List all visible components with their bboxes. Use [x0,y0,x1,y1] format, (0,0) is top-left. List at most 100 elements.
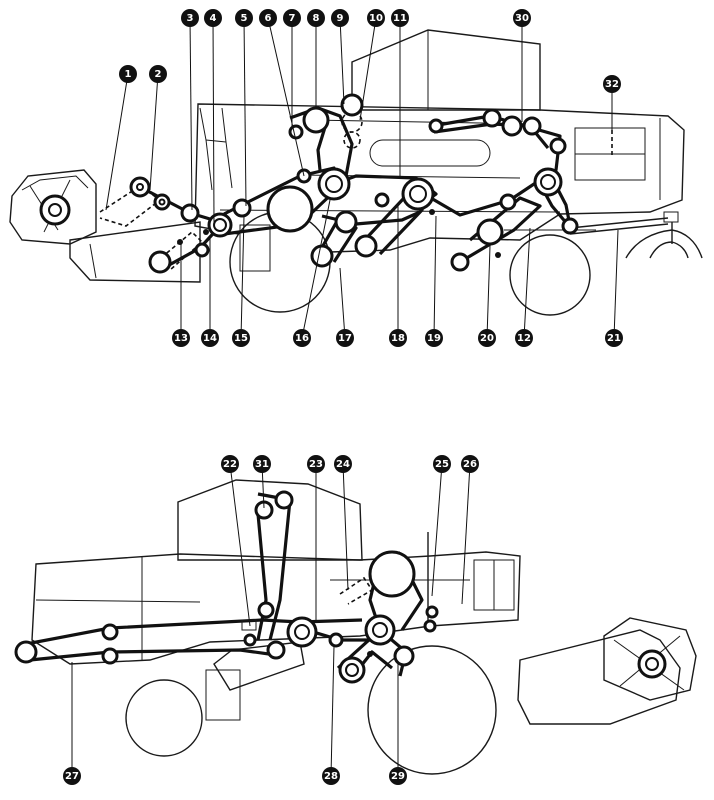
callout-label-19: 19 [427,333,441,344]
callout-badge-29 [389,767,407,785]
callout-badge-10 [367,9,385,27]
callout-leader-9 [339,17,345,105]
callout-27: 27 [63,767,81,785]
callout-label-24: 24 [336,459,350,470]
callout-leader-4 [212,17,215,223]
callout-label-4: 4 [210,13,217,24]
callout-30: 30 [513,9,531,27]
callout-32: 32 [603,75,621,93]
callout-leader-15 [240,215,245,339]
callout-leader-20 [486,245,491,339]
top-wheels [229,211,596,316]
callout-5: 5 [235,9,253,27]
callout-label-3: 3 [187,13,194,24]
callout-leaders [71,17,619,777]
callout-label-6: 6 [265,13,272,24]
callout-15: 15 [232,329,250,347]
bottom-header [517,617,697,725]
callout-label-29: 29 [391,771,405,782]
callout-7: 7 [283,9,301,27]
callout-badge-25 [433,455,451,473]
callout-3: 3 [181,9,199,27]
callout-11: 11 [391,9,409,27]
callout-leader-21 [613,229,619,339]
callout-label-20: 20 [480,333,494,344]
callout-badge-14 [201,329,219,347]
callout-23: 23 [307,455,325,473]
callout-label-25: 25 [435,459,449,470]
callout-14: 14 [201,329,219,347]
callout-leader-26 [461,463,471,605]
callout-badge-28 [322,767,340,785]
callout-label-8: 8 [313,13,320,24]
callout-label-22: 22 [223,459,237,470]
callout-leader-2 [149,73,159,191]
callout-badge-2 [149,65,167,83]
callout-25: 25 [433,455,451,473]
callout-badge-22 [221,455,239,473]
callout-badge-12 [515,329,533,347]
callout-badge-23 [307,455,325,473]
callout-label-26: 26 [463,459,477,470]
callout-label-11: 11 [393,13,407,24]
callout-badge-16 [293,329,311,347]
callout-12: 12 [515,329,533,347]
callout-24: 24 [334,455,352,473]
callout-1: 1 [119,65,137,83]
callout-22: 22 [221,455,239,473]
callout-label-15: 15 [234,333,248,344]
callout-leader-6 [267,17,305,177]
callout-9: 9 [331,9,349,27]
callout-4: 4 [204,9,222,27]
callout-2: 2 [149,65,167,83]
callout-8: 8 [307,9,325,27]
callout-18: 18 [389,329,407,347]
callout-badge-1 [119,65,137,83]
callout-badge-6 [259,9,277,27]
callout-label-32: 32 [605,79,619,90]
callout-label-2: 2 [155,69,162,80]
callout-label-7: 7 [289,13,296,24]
callout-badge-20 [478,329,496,347]
top-hitch [569,211,703,259]
callout-label-14: 14 [203,333,217,344]
top-machine-view [9,29,703,316]
callout-label-27: 27 [65,771,79,782]
callout-21: 21 [605,329,623,347]
callout-badge-5 [235,9,253,27]
callout-badge-4 [204,9,222,27]
callout-badge-26 [461,455,479,473]
callout-badge-30 [513,9,531,27]
callout-17: 17 [336,329,354,347]
callout-leader-19 [433,215,437,339]
callout-leader-22 [229,463,251,627]
callout-label-5: 5 [241,13,248,24]
callout-label-9: 9 [337,13,344,24]
callout-13: 13 [172,329,190,347]
bottom-hidden-belts [339,576,374,605]
callout-label-17: 17 [338,333,352,344]
bottom-pulleys [14,490,439,684]
callout-label-31: 31 [255,459,269,470]
callout-badge-15 [232,329,250,347]
callout-label-21: 21 [607,333,621,344]
callout-6: 6 [259,9,277,27]
bottom-belts [25,492,424,681]
callout-badge-19 [425,329,443,347]
callout-badge-9 [331,9,349,27]
callout-leader-16 [301,199,331,339]
top-pulleys [129,93,579,274]
callout-label-12: 12 [517,333,531,344]
callout-badge-31 [253,455,271,473]
callout-badge-32 [603,75,621,93]
callout-leader-28 [330,645,335,777]
callout-leader-12 [523,227,531,339]
callout-26: 26 [461,455,479,473]
callout-badge-24 [334,455,352,473]
callout-badge-27 [63,767,81,785]
callout-19: 19 [425,329,443,347]
callout-badge-17 [336,329,354,347]
